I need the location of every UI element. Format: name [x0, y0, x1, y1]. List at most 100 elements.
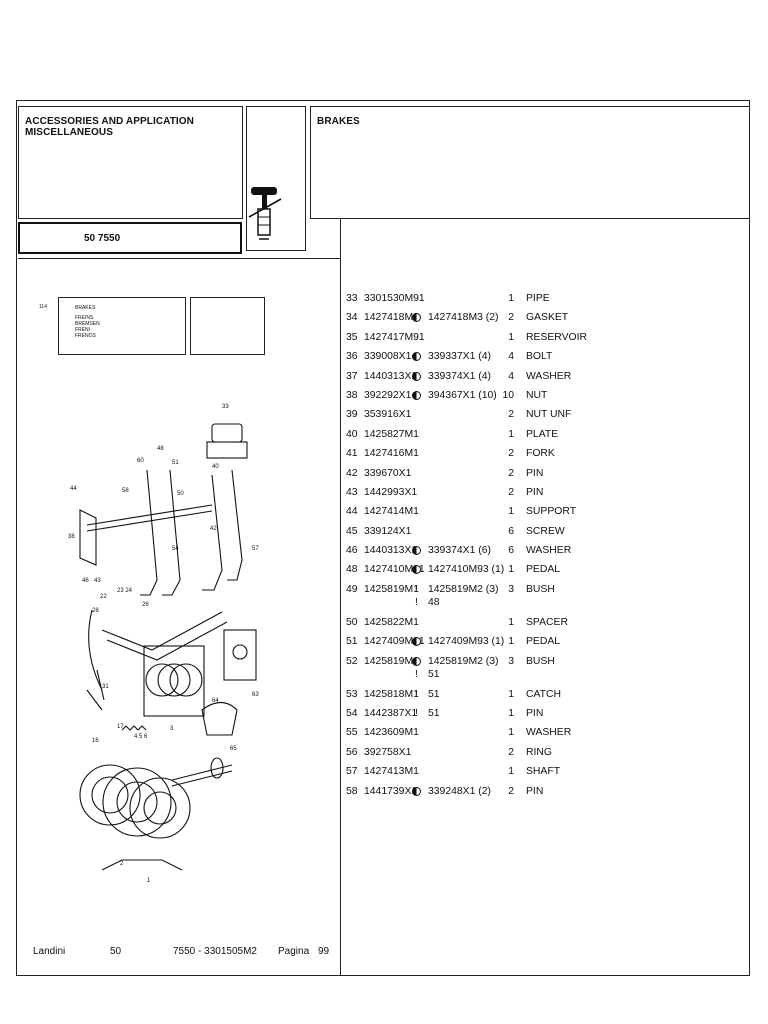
- half-circle-icon: [412, 390, 421, 400]
- part-number: 1427416M1: [364, 448, 419, 460]
- half-circle-icon: [412, 313, 421, 323]
- part-number: 1425822M1: [364, 616, 419, 628]
- part-number: 1427410M91: [364, 564, 425, 576]
- quantity: 2: [508, 746, 514, 758]
- footer-page-label: Pagina: [278, 946, 310, 957]
- part-number: 1440313X1: [364, 370, 418, 382]
- svg-text:42: 42: [210, 526, 217, 532]
- quantity: 1: [508, 428, 514, 440]
- model-box: 50 7550: [18, 222, 242, 254]
- item-number: 52: [346, 655, 358, 667]
- footer-brand: Landini: [33, 946, 66, 957]
- item-number: 36: [346, 351, 358, 363]
- part-number: 1427413M1: [364, 766, 419, 778]
- half-circle-icon: [412, 371, 421, 381]
- item-number: 33: [346, 293, 358, 304]
- part-description: GASKET: [526, 312, 569, 324]
- quantity: 3: [508, 655, 514, 667]
- half-circle-icon: [412, 786, 421, 796]
- section-title-box: ACCESSORIES AND APPLICATION MISCELLANEOU…: [18, 106, 243, 219]
- item-number: 42: [346, 467, 358, 479]
- item-number: 48: [346, 564, 358, 576]
- item-number: 49: [346, 583, 358, 595]
- exclamation-marker: !: [415, 688, 418, 700]
- quantity: 2: [508, 785, 514, 797]
- part-description: SCREW: [526, 525, 565, 537]
- item-number: 55: [346, 727, 358, 739]
- alternate-part: 339337X1 (4): [428, 351, 491, 363]
- part-number: 339008X1: [364, 351, 412, 363]
- item-number: 57: [346, 766, 358, 778]
- svg-text:57: 57: [252, 546, 259, 552]
- quantity: 2: [508, 312, 514, 324]
- part-description: RESERVOIR: [526, 331, 588, 343]
- item-number: 35: [346, 331, 358, 343]
- part-description: PEDAL: [526, 564, 561, 576]
- half-circle-icon: [412, 565, 421, 575]
- part-description: CATCH: [526, 688, 562, 700]
- quantity: 2: [508, 409, 514, 421]
- svg-text:4 5 6: 4 5 6: [134, 734, 148, 740]
- part-description: RING: [526, 746, 552, 758]
- item-number: 56: [346, 746, 358, 758]
- part-description: PLATE: [526, 428, 559, 440]
- alternate-part: 394367X1 (10): [428, 389, 497, 401]
- alternate-part: 1427409M93 (1): [428, 636, 505, 648]
- quantity: 1: [508, 727, 514, 739]
- part-number: 1427409M91: [364, 636, 425, 648]
- part-description: PIPE: [526, 293, 550, 304]
- part-description: NUT: [526, 389, 548, 401]
- svg-text:51: 51: [172, 460, 179, 466]
- svg-text:23 24: 23 24: [117, 588, 133, 594]
- quantity: 1: [508, 766, 514, 778]
- svg-text:64: 64: [212, 698, 219, 704]
- half-circle-icon: [412, 352, 421, 362]
- quantity: 6: [508, 525, 514, 537]
- svg-text:44: 44: [70, 486, 77, 492]
- footer-model-code: 7550 - 3301505M2: [173, 946, 257, 957]
- reference-number: 51: [428, 668, 440, 680]
- part-number: 1427414M1: [364, 506, 419, 518]
- svg-text:63: 63: [252, 692, 259, 698]
- part-description: SUPPORT: [526, 506, 577, 518]
- part-number: 1440313X1: [364, 545, 418, 557]
- svg-text:58: 58: [122, 488, 129, 494]
- part-number: 1425827M1: [364, 428, 419, 440]
- section-title: ACCESSORIES AND APPLICATION MISCELLANEOU…: [25, 116, 195, 138]
- part-description: SHAFT: [526, 766, 561, 778]
- alternate-part: 1427418M3 (2): [428, 312, 499, 324]
- svg-text:38: 38: [68, 534, 75, 540]
- half-circle-icon: [412, 637, 421, 647]
- alternate-part: 1425819M2 (3): [428, 583, 499, 595]
- part-description: WASHER: [526, 370, 572, 382]
- quantity: 2: [508, 448, 514, 460]
- header-underline: [18, 258, 340, 259]
- svg-text:54: 54: [172, 546, 179, 552]
- quantity: 1: [508, 331, 514, 343]
- item-number: 34: [346, 312, 358, 324]
- item-number: 58: [346, 785, 358, 797]
- exclamation-marker: !: [415, 583, 418, 595]
- svg-text:46: 46: [82, 578, 89, 584]
- item-number: 44: [346, 506, 358, 518]
- exclamation-marker: !: [415, 668, 418, 680]
- alternate-part: 339374X1 (4): [428, 370, 491, 382]
- part-number: 392292X1: [364, 389, 412, 401]
- svg-text:1: 1: [147, 878, 151, 884]
- item-number: 43: [346, 486, 358, 498]
- part-number: 3301530M91: [364, 293, 425, 304]
